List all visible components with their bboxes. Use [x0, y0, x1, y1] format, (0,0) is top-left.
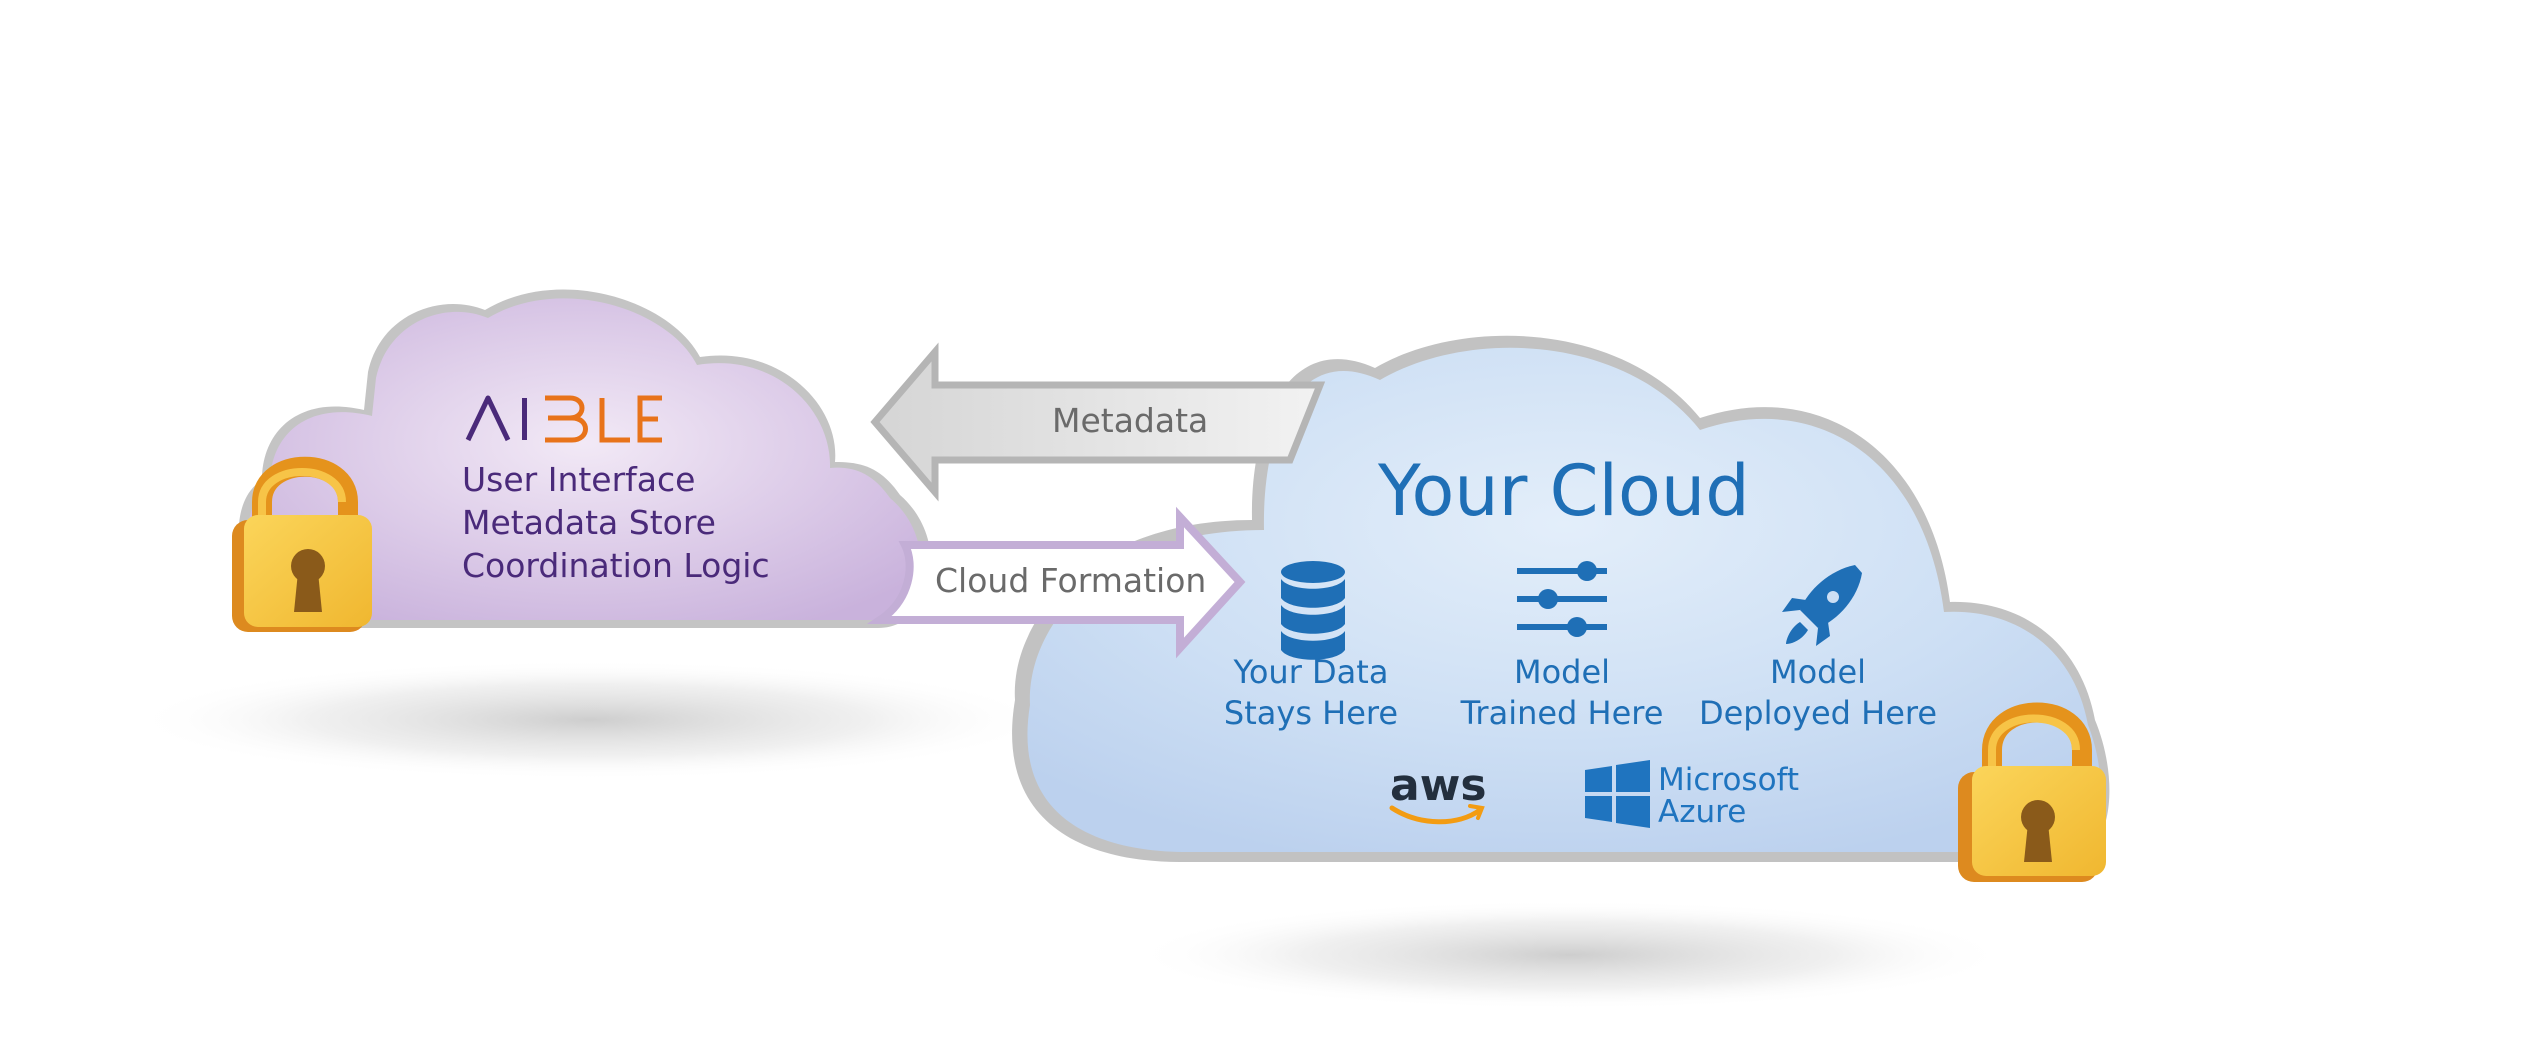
model-deployed-label-line-1: Model: [1770, 653, 1866, 691]
model-deployed-label-line-2: Deployed Here: [1699, 694, 1937, 732]
right-padlock-keyhole-slot: [2024, 823, 2052, 862]
left-padlock-icon: [232, 456, 372, 632]
microsoft-label: Microsoft: [1658, 762, 1799, 798]
sliders-icon-knob-2: [1538, 589, 1558, 609]
data-stays-label-line-1: Your Data: [1233, 653, 1389, 691]
aible-logo-e: [637, 395, 662, 443]
sliders-icon-bar-2: [1517, 596, 1607, 602]
database-icon-top: [1281, 561, 1345, 583]
aible-logo-a: [465, 395, 511, 442]
sliders-icon: [1517, 561, 1607, 637]
sliders-icon-knob-3: [1567, 617, 1587, 637]
database-icon-tier-2: [1281, 605, 1345, 634]
your-cloud-title: Your Cloud: [1377, 450, 1750, 532]
metadata-arrow: Metadata: [870, 342, 1326, 502]
rocket-icon-flame: [1786, 622, 1808, 644]
aws-logo-text: aws: [1390, 760, 1487, 811]
microsoft-azure-logo: Microsoft Azure: [1585, 760, 1799, 830]
rocket-icon: [1782, 565, 1862, 646]
left-padlock-keyhole-slot: [294, 572, 322, 612]
metadata-arrow-label: Metadata: [1052, 401, 1208, 440]
left-cloud-shadow: [130, 660, 1050, 780]
left-cloud-line-user-interface: User Interface: [462, 460, 695, 499]
azure-label: Azure: [1658, 794, 1746, 830]
rocket-icon-fin-left: [1782, 598, 1806, 612]
cloud-formation-arrow-label: Cloud Formation: [935, 561, 1206, 600]
aws-logo: aws: [1389, 760, 1487, 825]
aible-logo-i: [522, 398, 527, 440]
windows-icon: [1585, 760, 1650, 828]
model-trained-label-line-2: Trained Here: [1460, 694, 1664, 732]
aible-logo-b: [545, 395, 588, 443]
right-padlock-shackle-highlight: [1988, 714, 2080, 772]
aible-logo: AIBLE: [465, 395, 662, 449]
right-padlock-icon: [1958, 702, 2106, 882]
cloud-formation-arrow-shape: [866, 506, 1246, 659]
aible-logo-text: AIBLE: [465, 408, 568, 449]
aws-logo-smile: [1389, 805, 1483, 825]
right-cloud-shadow: [1130, 900, 2010, 1010]
sliders-icon-bar-3: [1517, 624, 1607, 630]
left-padlock-shackle-highlight: [258, 468, 346, 520]
rocket-icon-window: [1827, 591, 1839, 603]
left-cloud: [238, 289, 932, 628]
left-cloud-body: [247, 298, 921, 620]
database-icon-tier-3: [1281, 631, 1345, 660]
model-trained-label-line-1: Model: [1514, 653, 1610, 691]
database-icon-tier-1: [1281, 579, 1345, 608]
metadata-arrow-shape: [870, 342, 1326, 502]
database-icon: [1281, 561, 1345, 660]
rocket-icon-fin-right: [1816, 622, 1830, 646]
left-cloud-line-coordination-logic: Coordination Logic: [462, 546, 770, 585]
aws-logo-arrowhead: [1468, 804, 1485, 820]
cloud-formation-arrow: Cloud Formation: [866, 506, 1246, 659]
left-cloud-line-metadata-store: Metadata Store: [462, 503, 716, 542]
sliders-icon-knob-1: [1577, 561, 1597, 581]
sliders-icon-bar-1: [1517, 568, 1607, 574]
aible-logo-l: [599, 398, 630, 443]
data-stays-label-line-2: Stays Here: [1224, 694, 1398, 732]
